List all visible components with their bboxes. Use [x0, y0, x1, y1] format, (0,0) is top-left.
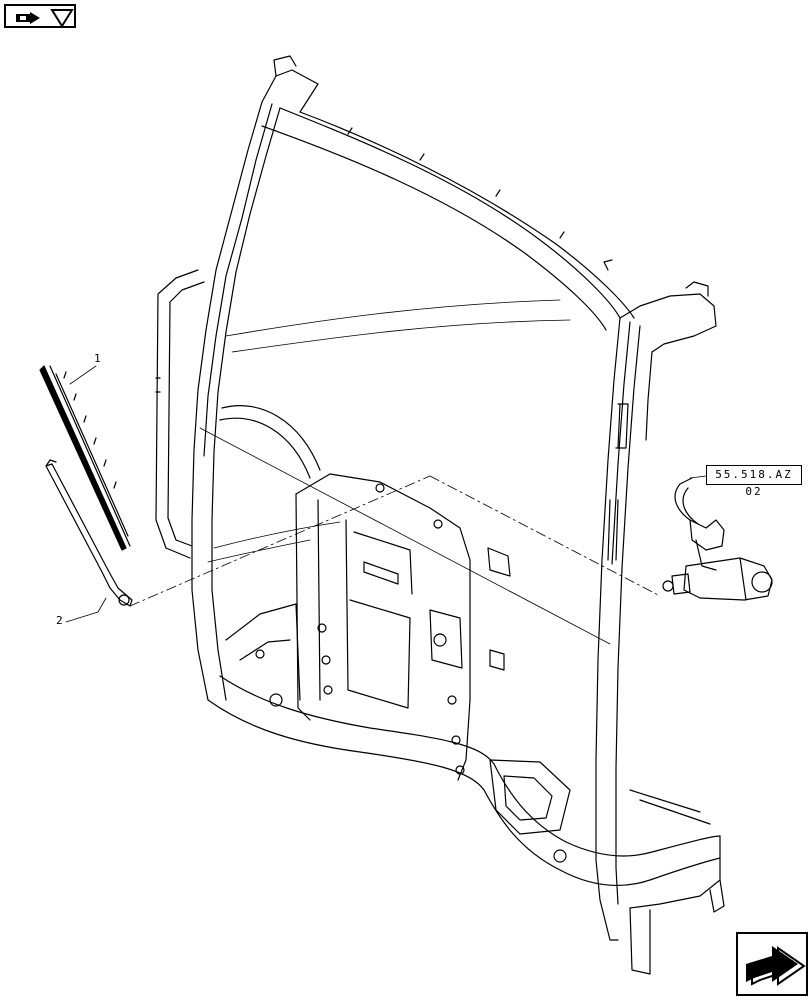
wiper-motor [662, 477, 773, 601]
next-page-arrow-icon[interactable] [736, 932, 808, 996]
steering-console [219, 405, 511, 781]
callout-item-2: 2 [56, 614, 63, 627]
reference-link-box[interactable]: 55.518.AZ 02 [706, 465, 802, 498]
left-cab-post [191, 55, 319, 701]
leader-lines [65, 365, 707, 623]
roof-arc [261, 107, 635, 331]
dashed-assembly-lines [129, 475, 661, 607]
right-cab-post [595, 317, 653, 905]
callout-item-1: 1 [94, 352, 101, 365]
book-arrow-icon[interactable] [4, 4, 76, 28]
wiper-arm [45, 459, 133, 607]
right-corner-bracket [603, 259, 717, 353]
wiper-blade [39, 365, 131, 551]
left-window-handle [155, 269, 205, 559]
cab-floor [207, 603, 725, 975]
glass-reflection [199, 299, 611, 645]
